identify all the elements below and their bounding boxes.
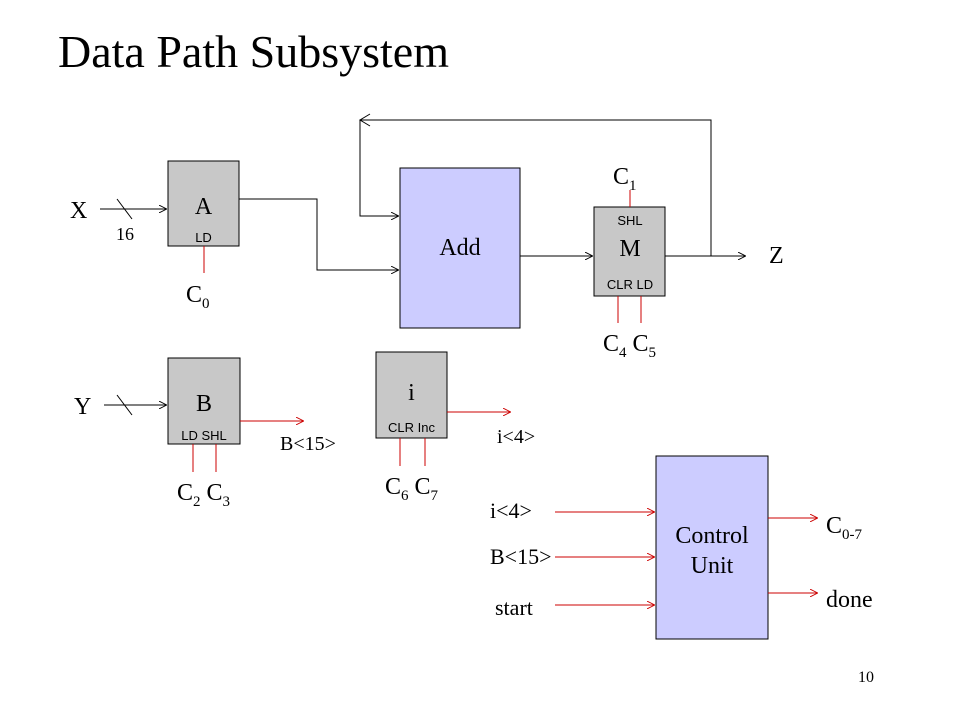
register-m-name: M xyxy=(619,236,640,262)
adder-label: Add xyxy=(439,235,480,261)
c0-label: C0 xyxy=(186,282,210,312)
b15-output-label: B<15> xyxy=(280,433,336,455)
register-m-port-top: SHL xyxy=(617,213,642,228)
adder: Add xyxy=(399,167,521,329)
feedback-arrow-mark xyxy=(359,113,371,127)
i4-output-label: i<4> xyxy=(497,426,535,448)
register-i-name: i xyxy=(408,380,415,406)
cu-input-b15-label: B<15> xyxy=(490,544,552,569)
c2-c3-labels: C2 C3 xyxy=(177,480,230,510)
z-output-label: Z xyxy=(769,243,784,269)
x-input-label: X xyxy=(70,198,87,224)
control-unit-line2: Unit xyxy=(691,553,734,579)
register-b-ports: LD SHL xyxy=(181,428,227,443)
register-m-port-bottom: CLR LD xyxy=(607,277,653,292)
c6-c7-labels: C6 C7 xyxy=(385,474,439,504)
y-input-label: Y xyxy=(74,394,91,420)
register-a-name: A xyxy=(195,194,213,220)
bus-width-label: 16 xyxy=(116,224,134,244)
control-unit-line1: Control xyxy=(675,523,749,549)
register-i: i CLR Inc xyxy=(375,351,448,439)
c4-c5-labels: C4 C5 xyxy=(603,331,656,361)
c1-label: C1 xyxy=(613,164,637,194)
register-m: SHL M CLR LD xyxy=(593,206,666,297)
cu-input-i4-label: i<4> xyxy=(490,498,532,523)
y-bus-slash xyxy=(116,394,133,416)
cu-output-control-label: C0-7 xyxy=(826,513,863,543)
register-b: B LD SHL xyxy=(167,357,241,445)
register-a: A LD xyxy=(167,160,240,247)
cu-output-done-label: done xyxy=(826,587,873,613)
register-i-ports: CLR Inc xyxy=(388,420,435,435)
control-unit: Control Unit xyxy=(655,455,769,640)
register-b-name: B xyxy=(196,391,212,417)
slide-title: Data Path Subsystem xyxy=(58,26,449,77)
register-a-ports: LD xyxy=(195,230,212,245)
a-to-adder-wire xyxy=(239,198,398,270)
page-number: 10 xyxy=(858,669,874,686)
cu-input-start-label: start xyxy=(495,595,533,620)
bus-width-slash xyxy=(116,198,133,220)
